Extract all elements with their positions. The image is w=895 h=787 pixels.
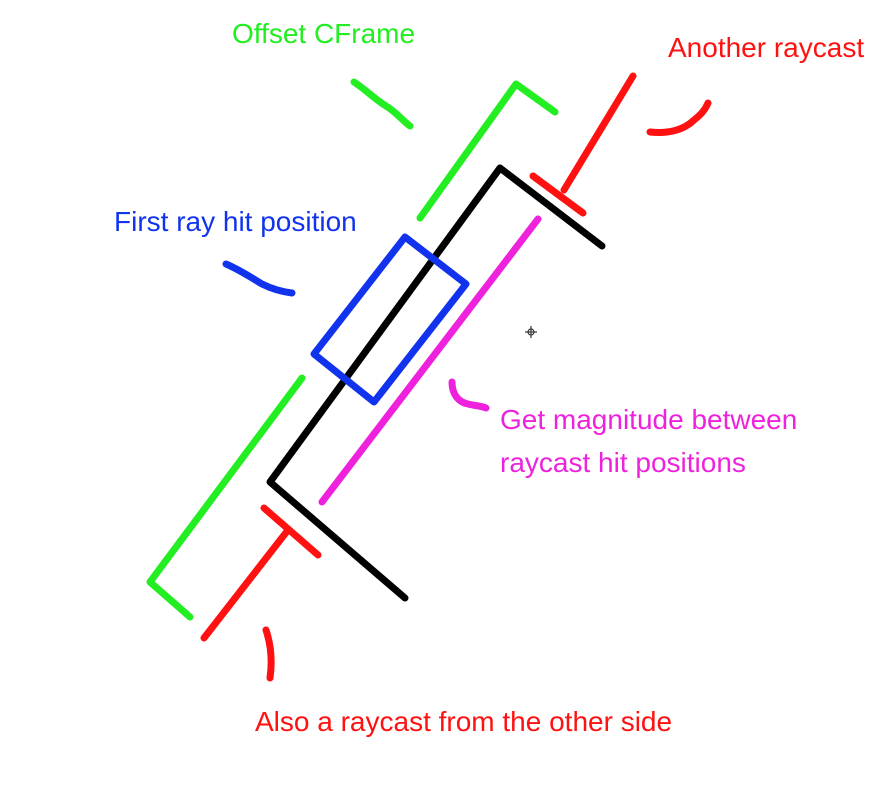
also-raycast-label: Also a raycast from the other side — [255, 706, 673, 737]
move-cursor-icon — [525, 326, 537, 338]
another-raycast-label: Another raycast — [668, 32, 865, 63]
part-outline — [266, 164, 606, 602]
offset-cframe-bracket-top — [416, 80, 559, 222]
raycast-bottom-line — [200, 526, 292, 642]
offset-cframe-pointer — [350, 78, 414, 130]
offset-cframe-label: Offset CFrame — [232, 18, 416, 49]
also-raycast-pointer — [262, 626, 275, 682]
raycast-top-line — [560, 72, 637, 194]
first-hit-box — [310, 233, 470, 406]
offset-cframe-bracket-bottom — [146, 374, 306, 621]
first-ray-hit-label: First ray hit position — [114, 206, 357, 237]
raycast-top-hit — [529, 172, 587, 217]
another-raycast-pointer — [646, 99, 712, 136]
magnitude-pointer — [448, 378, 490, 412]
raycast-bottom-hit — [260, 504, 322, 559]
magnitude-label: Get magnitude between raycast hit positi… — [500, 404, 798, 479]
first-hit-pointer — [222, 260, 296, 297]
magnitude-line — [318, 215, 542, 506]
